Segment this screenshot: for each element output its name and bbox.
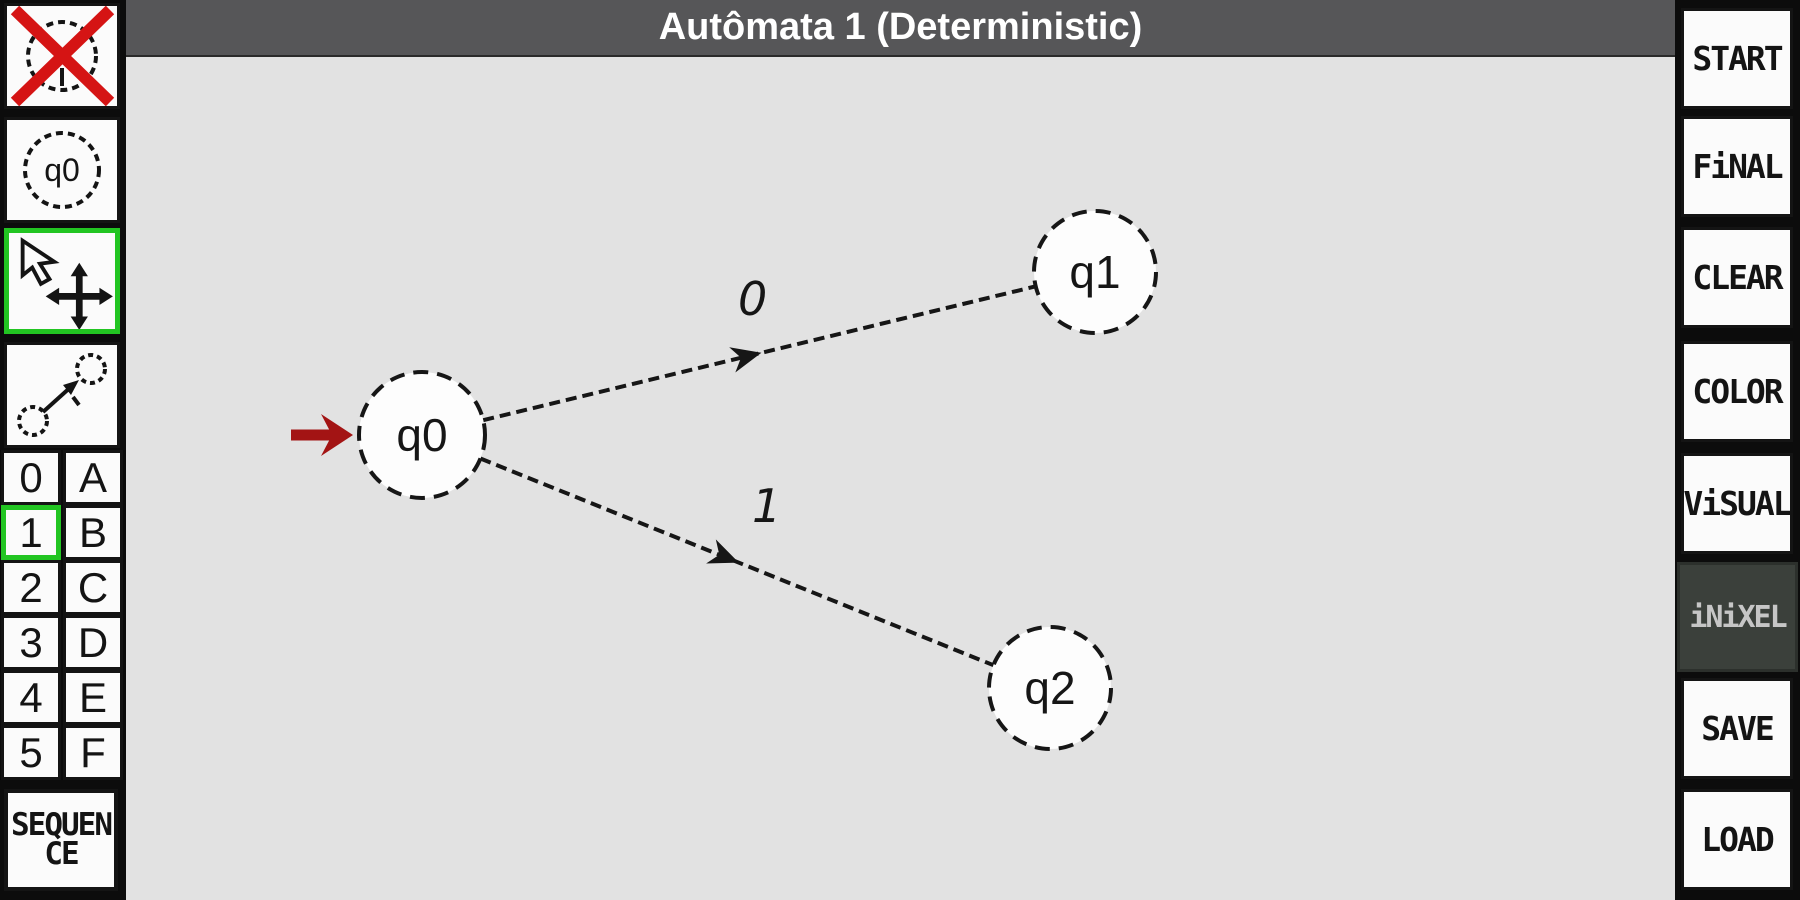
symbol-E[interactable]: E <box>63 670 123 725</box>
symbol-row: 1 B <box>1 505 125 560</box>
sequence-button[interactable]: SEQUENCE <box>4 789 118 891</box>
right-toolbar: START FiNAL CLEAR COLOR ViSUAL iNiXEL SA… <box>1675 0 1800 900</box>
page-title: Autômata 1 (Deterministic) <box>658 6 1143 48</box>
save-button[interactable]: SAVE <box>1681 678 1793 779</box>
add-state-icon: q0 <box>23 131 101 209</box>
symbol-row: 4 E <box>1 670 125 725</box>
start-button[interactable]: START <box>1681 8 1793 109</box>
symbol-5[interactable]: 5 <box>1 725 61 780</box>
inixel-button[interactable]: iNiXEL <box>1677 562 1798 672</box>
symbol-row: 0 A <box>1 450 125 505</box>
symbol-row: 3 D <box>1 615 125 670</box>
title-bar: Autômata 1 (Deterministic) <box>126 0 1675 57</box>
automaton-graph[interactable]: 0 1 q0 q1 q2 <box>126 57 1675 900</box>
transition-symbol-label: 1 <box>752 479 781 533</box>
state-circle-q2[interactable] <box>987 625 1113 751</box>
left-toolbar: q0 0 <box>0 0 126 900</box>
load-button[interactable]: LOAD <box>1681 789 1793 890</box>
state-circle-q0[interactable] <box>357 370 487 500</box>
symbol-3[interactable]: 3 <box>1 615 61 670</box>
symbol-B[interactable]: B <box>63 505 123 560</box>
visual-button[interactable]: ViSUAL <box>1681 453 1793 554</box>
add-state-tool-button[interactable]: q0 <box>4 117 120 223</box>
symbol-C[interactable]: C <box>63 560 123 615</box>
symbol-0[interactable]: 0 <box>1 450 61 505</box>
state-label-q2: q2 <box>1024 662 1075 714</box>
start-arrow-head <box>321 414 353 456</box>
symbol-F[interactable]: F <box>63 725 123 780</box>
transition-arrowhead <box>706 539 739 564</box>
delete-state-icon <box>10 6 115 106</box>
automaton-canvas[interactable]: 0 1 q0 q1 q2 <box>126 57 1675 900</box>
symbol-grid: 0 A 1 B 2 C 3 D 4 E 5 F <box>1 450 125 780</box>
symbol-A[interactable]: A <box>63 450 123 505</box>
final-button[interactable]: FiNAL <box>1681 116 1793 217</box>
transition-arrowhead <box>729 347 762 373</box>
transition-symbol-label: 0 <box>738 272 767 326</box>
state-label-q0: q0 <box>396 409 447 461</box>
transition-q0-q1[interactable] <box>482 284 1037 423</box>
delete-state-tool-button[interactable] <box>4 3 120 109</box>
symbol-4[interactable]: 4 <box>1 670 61 725</box>
symbol-1-selected[interactable]: 1 <box>1 505 61 560</box>
symbol-row: 2 C <box>1 560 125 615</box>
select-move-tool-button[interactable] <box>4 228 120 334</box>
add-state-icon-label: q0 <box>44 152 80 188</box>
state-circle-q1[interactable] <box>1032 209 1158 335</box>
add-transition-icon <box>17 353 107 437</box>
state-label-q1: q1 <box>1069 246 1120 298</box>
cursor-move-icon <box>20 237 113 329</box>
color-button[interactable]: COLOR <box>1681 341 1793 442</box>
add-transition-tool-button[interactable] <box>4 342 120 448</box>
symbol-D[interactable]: D <box>63 615 123 670</box>
symbol-2[interactable]: 2 <box>1 560 61 615</box>
symbol-row: 5 F <box>1 725 125 780</box>
clear-button[interactable]: CLEAR <box>1681 227 1793 328</box>
